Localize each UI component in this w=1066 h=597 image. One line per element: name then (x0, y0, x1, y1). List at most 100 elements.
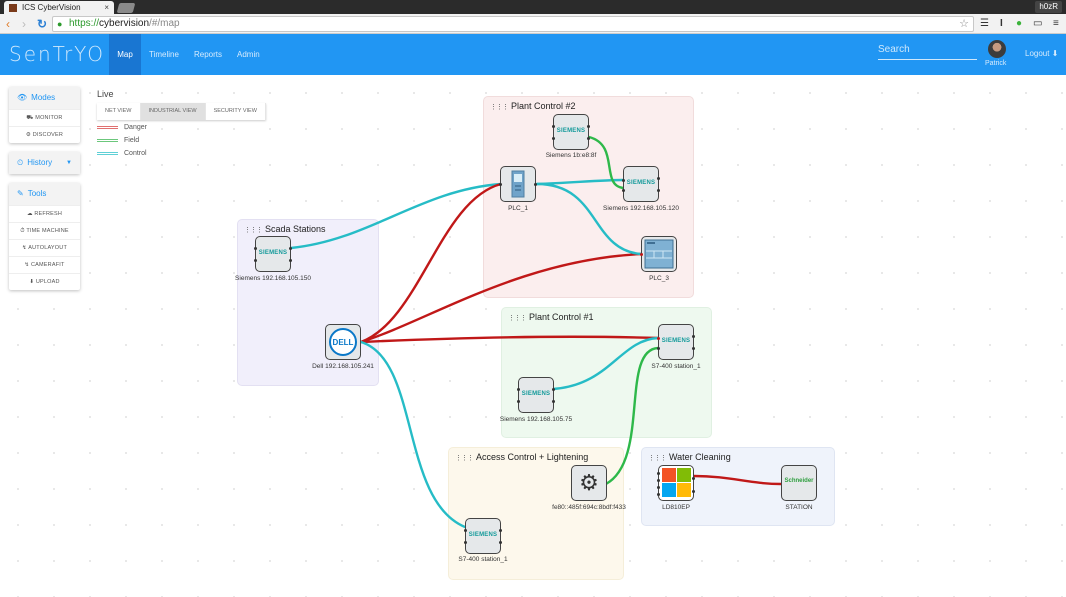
mode-monitor[interactable]: ⛟ MONITOR (9, 109, 80, 126)
link-control[interactable] (535, 182, 643, 256)
port[interactable] (657, 486, 660, 489)
node-siemens-150[interactable]: SIEMENS (254, 236, 292, 272)
node-s7-400-access[interactable]: SIEMENS (464, 518, 502, 554)
logout-button[interactable]: Logout ⬇ (1025, 49, 1059, 58)
tab-security-view[interactable]: SECURITY VIEW (206, 103, 266, 120)
binoculars-icon: ⛟ (26, 115, 34, 121)
port[interactable] (517, 388, 520, 391)
port[interactable] (534, 183, 537, 186)
port[interactable] (289, 247, 292, 250)
node-siemens-75[interactable]: SIEMENS (517, 377, 555, 413)
port[interactable] (622, 189, 625, 192)
user-name[interactable]: Patrick (985, 60, 1007, 67)
port[interactable] (499, 541, 502, 544)
cast-icon[interactable]: ▭ (1033, 18, 1043, 29)
drag-grip-icon[interactable]: ⋮⋮⋮ (244, 227, 263, 234)
browser-tab[interactable]: ICS CyberVision × (4, 1, 114, 14)
nav-timeline[interactable]: Timeline (149, 50, 179, 59)
browser-menu-icon[interactable]: ≡ (1053, 18, 1059, 29)
browser-profile[interactable]: h0zR (1035, 1, 1062, 13)
port[interactable] (552, 388, 555, 391)
port[interactable] (657, 337, 660, 340)
siemens-logo-icon: SIEMENS (521, 391, 551, 397)
drag-grip-icon[interactable]: ⋮⋮⋮ (490, 104, 509, 111)
node-station[interactable]: Schneider (781, 465, 817, 501)
port[interactable] (499, 529, 502, 532)
port[interactable] (552, 125, 555, 128)
node-plc-1[interactable] (499, 166, 537, 202)
nav-map[interactable]: Map (109, 34, 141, 75)
node-s7-400-plant1[interactable]: SIEMENS (657, 324, 695, 360)
port[interactable] (464, 541, 467, 544)
tab-close-icon[interactable]: × (104, 3, 109, 12)
port[interactable] (622, 179, 625, 182)
port[interactable] (692, 335, 695, 338)
port[interactable] (254, 247, 257, 250)
port[interactable] (552, 137, 555, 140)
port[interactable] (464, 529, 467, 532)
node-dell-241[interactable]: DELL (325, 324, 361, 360)
tool-upload[interactable]: ⬇ UPLOAD (9, 273, 80, 290)
cursor-extension-icon[interactable]: I (1000, 18, 1003, 29)
hangouts-extension-icon[interactable]: ● (1016, 18, 1023, 29)
port[interactable] (640, 253, 643, 256)
node-fe80[interactable]: ⚙ (571, 465, 607, 501)
port[interactable] (517, 400, 520, 403)
history-header[interactable]: ⏲History ▼ (9, 152, 80, 174)
nav-reports[interactable]: Reports (194, 50, 223, 59)
node-ld810ep[interactable] (657, 465, 695, 501)
tool-camerafit[interactable]: ↯ CAMERAFIT (9, 256, 80, 273)
favicon-icon (9, 4, 17, 12)
tool-autolayout[interactable]: ↯ AUTOLAYOUT (9, 239, 80, 256)
mode-discover[interactable]: ⚙ DISCOVER (9, 126, 80, 143)
tools-header[interactable]: ✎Tools (9, 183, 80, 205)
link-field[interactable] (604, 346, 660, 486)
tool-refresh[interactable]: ☁ REFRESH (9, 205, 80, 222)
port[interactable] (657, 347, 660, 350)
port[interactable] (254, 259, 257, 262)
port[interactable] (692, 347, 695, 350)
back-icon[interactable]: ‹ (6, 17, 10, 31)
port[interactable] (587, 137, 590, 140)
drag-grip-icon[interactable]: ⋮⋮⋮ (508, 315, 527, 322)
port[interactable] (587, 125, 590, 128)
node-siemens-1b[interactable]: SIEMENS (552, 114, 590, 150)
port[interactable] (552, 400, 555, 403)
link-control[interactable] (289, 182, 503, 250)
modes-header[interactable]: 👁Modes (9, 87, 80, 109)
drag-grip-icon[interactable]: ⋮⋮⋮ (648, 455, 667, 462)
port[interactable] (657, 177, 660, 180)
port[interactable] (657, 479, 660, 482)
port[interactable] (657, 493, 660, 496)
address-bar[interactable]: ● https://cybervision/#/map ☆ (52, 16, 974, 32)
reload-icon[interactable]: ↻ (37, 17, 48, 31)
drag-grip-icon[interactable]: ⋮⋮⋮ (455, 455, 474, 462)
link-danger[interactable] (359, 252, 643, 344)
link-control[interactable] (551, 336, 660, 391)
layers-extension-icon[interactable]: ☰ (980, 18, 989, 29)
bookmark-star-icon[interactable]: ☆ (959, 18, 969, 30)
port[interactable] (499, 183, 502, 186)
tab-net-view[interactable]: NET VIEW (97, 103, 141, 120)
port[interactable] (657, 472, 660, 475)
link-danger[interactable] (359, 335, 660, 344)
nav-admin[interactable]: Admin (237, 50, 260, 59)
port[interactable] (692, 477, 695, 480)
user-avatar[interactable] (988, 40, 1006, 58)
search-input[interactable]: Search (878, 42, 977, 60)
sentryo-logo[interactable]: SenTrYO (9, 42, 106, 66)
link-field[interactable] (587, 135, 625, 190)
tool-time-machine[interactable]: ⏱ TIME MACHINE (9, 222, 80, 239)
port[interactable] (657, 189, 660, 192)
tab-industrial-view[interactable]: INDUSTRIAL VIEW (140, 103, 206, 120)
forward-icon[interactable]: › (22, 17, 26, 31)
link-danger[interactable] (692, 474, 783, 486)
node-plc-3[interactable] (640, 236, 677, 272)
link-control[interactable] (535, 178, 625, 186)
eye-icon: 👁 (17, 93, 28, 102)
node-siemens-120[interactable]: SIEMENS (622, 166, 660, 202)
port[interactable] (692, 490, 695, 493)
link-danger[interactable] (359, 182, 503, 344)
link-control[interactable] (359, 340, 467, 529)
port[interactable] (289, 259, 292, 262)
